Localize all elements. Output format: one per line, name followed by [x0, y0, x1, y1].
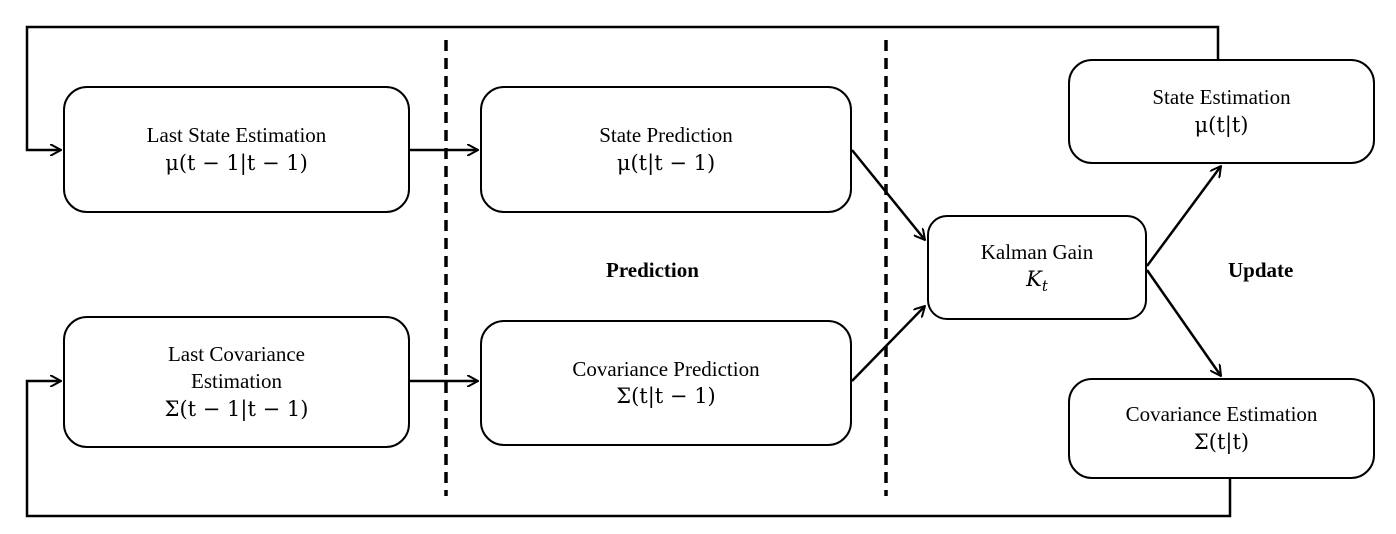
arrow-cov-prediction-to-kalman [851, 306, 925, 382]
prediction-phase-label: Prediction [606, 258, 699, 282]
feedback-arrow-covariance [25, 381, 1232, 518]
state-prediction-box: State Prediction μ(t|t − 1) [480, 86, 852, 213]
arrow-kalman-to-state-estimation [1145, 166, 1221, 267]
kalman-gain-title: Kalman Gain [980, 239, 1094, 264]
covariance-estimation-formula: Σ(t|t) [1193, 429, 1250, 454]
state-prediction-formula: μ(t|t − 1) [616, 150, 716, 175]
state-estimation-formula: μ(t|t) [1194, 112, 1249, 137]
arrow-kalman-to-cov-estimation [1145, 269, 1221, 376]
state-estimation-title: State Estimation [1152, 85, 1291, 110]
arrow-state-prediction-to-kalman [851, 149, 925, 240]
kalman-gain-box: Kalman Gain Kt [927, 215, 1147, 320]
kalman-gain-symbol: K [1026, 266, 1042, 291]
covariance-prediction-title: Covariance Prediction [572, 356, 760, 381]
last-covariance-title-line1: Last Covariance [167, 342, 306, 367]
last-covariance-estimation-box: Last Covariance Estimation Σ(t − 1|t − 1… [63, 316, 410, 448]
last-covariance-formula: Σ(t − 1|t − 1) [164, 396, 309, 421]
update-phase-label: Update [1228, 258, 1294, 282]
covariance-estimation-title: Covariance Estimation [1125, 402, 1318, 427]
kalman-gain-formula: Kt [1026, 266, 1048, 297]
feedback-arrow-state [25, 25, 1220, 150]
last-state-title: Last State Estimation [146, 123, 327, 148]
last-state-formula: μ(t − 1|t − 1) [165, 150, 308, 175]
last-state-estimation-box: Last State Estimation μ(t − 1|t − 1) [63, 86, 410, 213]
covariance-prediction-box: Covariance Prediction Σ(t|t − 1) [480, 320, 852, 446]
state-prediction-title: State Prediction [599, 123, 733, 148]
state-estimation-box: State Estimation μ(t|t) [1068, 59, 1375, 164]
covariance-estimation-box: Covariance Estimation Σ(t|t) [1068, 378, 1375, 479]
kalman-gain-subscript: t [1041, 276, 1048, 295]
last-covariance-title-line2: Estimation [191, 369, 282, 394]
covariance-prediction-formula: Σ(t|t − 1) [616, 384, 716, 408]
